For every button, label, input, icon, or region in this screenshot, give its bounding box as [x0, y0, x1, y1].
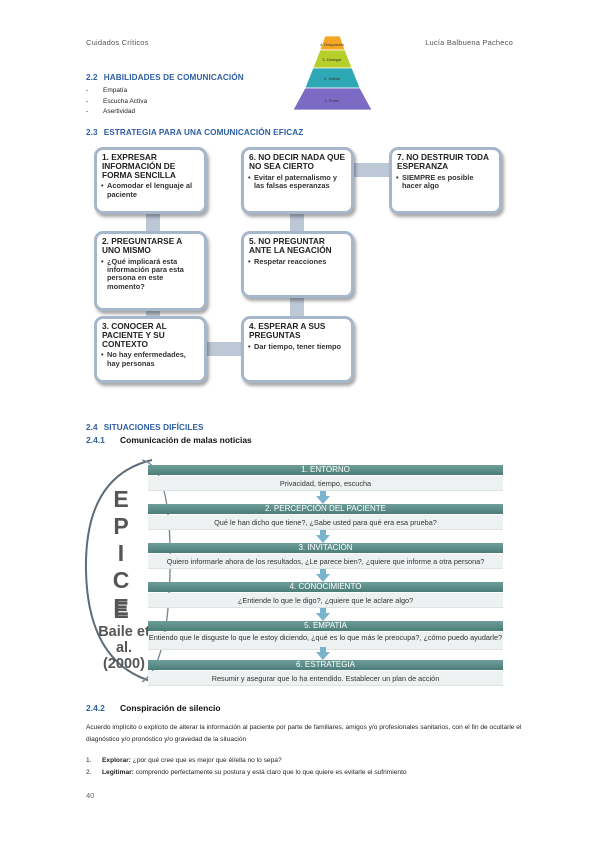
strategy-box-6: 6. NO DECIR NADA QUE NO SEA CIERTO Evita…: [241, 147, 354, 214]
down-arrow-icon: [316, 491, 330, 504]
box-title: 2. PREGUNTARSE A UNO MISMO: [102, 236, 182, 255]
down-arrow-icon: [316, 530, 330, 543]
body-paragraph: Acuerdo implícito o explícito de alterar…: [86, 724, 522, 743]
steps-list: 1.Explorar: ¿por qué cree que es mejor q…: [86, 755, 407, 779]
pyramid-level: 3. Dialogar: [322, 57, 342, 62]
epicee-letter: E: [113, 486, 129, 512]
epicee-letter: E: [113, 594, 129, 620]
box-bullet: Evitar el paternalismo y las falsas espe…: [248, 173, 346, 191]
step-title: 3. INVITACIÓN: [148, 543, 503, 553]
section-number: 2.3: [86, 128, 98, 137]
strategy-box-7: 7. NO DESTRUIR TODA ESPERANZA SIEMPRE es…: [389, 147, 502, 214]
step-title: 5. EMPATÍA: [148, 621, 503, 631]
box-bullet: No hay enfermedades, hay personas: [101, 351, 199, 368]
box-bullet: SIEMPRE es posible hacer algo: [396, 173, 494, 191]
header-right: Lucía Balbuena Pacheco: [425, 38, 513, 47]
section-2-3-heading: 2.3 ESTRATEGIA PARA UNA COMUNICACIÓN EFIC…: [86, 128, 303, 137]
list-item: Asertividad: [86, 107, 147, 118]
epicee-letter: E: [113, 597, 129, 623]
step-text: Resumir y asegurar que lo ha entendido. …: [148, 671, 503, 686]
section-number: 2.4: [86, 423, 98, 432]
box-bullet: Dar tiempo, tener tiempo: [248, 342, 346, 352]
strategy-box-4: 4. ESPERAR A SUS PREGUNTAS Dar tiempo, t…: [241, 316, 354, 383]
box-bullet: Acomodar el lenguaje al paciente: [101, 182, 199, 199]
pyramid-level: 2. Validar: [324, 76, 341, 81]
section-title: Conspiración de silencio: [120, 703, 221, 713]
connector: [352, 163, 392, 177]
box-title: 4. ESPERAR A SUS PREGUNTAS: [249, 321, 326, 340]
list-item: Escucha Activa: [86, 97, 147, 108]
step-text: ¿Entiende lo que le digo?, ¿quiere que l…: [148, 593, 503, 608]
connector: [146, 211, 160, 233]
step-title: 2. PERCEPCIÓN DEL PACIENTE: [148, 504, 503, 514]
section-number: 2.4.1: [86, 435, 105, 445]
communication-pyramid: 4. Responder 3. Dialogar 2. Validar 1. P…: [292, 36, 373, 111]
box-title: 5. NO PREGUNTAR ANTE LA NEGACIÓN: [249, 236, 332, 255]
list-item: Empatía: [86, 86, 147, 97]
section-title: ESTRATEGIA PARA UNA COMUNICACIÓN EFICAZ: [103, 128, 304, 137]
list-item: 2.Legitimar: comprendo perfectamente su …: [86, 769, 407, 776]
strategy-box-5: 5. NO PREGUNTAR ANTE LA NEGACIÓN Respeta…: [241, 231, 354, 298]
box-title: 6. NO DECIR NADA QUE NO SEA CIERTO: [249, 152, 346, 171]
section-2-4-2-heading: 2.4.2 Conspiración de silencio: [86, 703, 221, 713]
epicee-letter: P: [113, 513, 129, 539]
box-title: 3. CONOCER AL PACIENTE Y SU CONTEXTO: [102, 321, 167, 349]
step-title: 4. CONOCIMIENTO: [148, 582, 503, 592]
pyramid-level: 4. Responder: [320, 42, 345, 47]
connector: [290, 211, 304, 233]
connector: [290, 296, 304, 318]
section-title: Comunicación de malas noticias: [120, 435, 252, 445]
section-number: 2.2: [86, 73, 98, 82]
box-title: 1. EXPRESAR INFORMACIÓN DE FORMA SENCILL…: [102, 152, 176, 180]
section-title: SITUACIONES DIFÍCILES: [103, 423, 204, 432]
section-2-2-heading: 2.2 HABILIDADES DE COMUNICACIÓN: [86, 73, 244, 82]
epicee-letter: I: [117, 540, 125, 566]
strategy-box-3: 3. CONOCER AL PACIENTE Y SU CONTEXTO No …: [94, 316, 207, 383]
box-bullet: ¿Qué implicará esta información para est…: [101, 257, 199, 292]
down-arrow-icon: [316, 647, 330, 660]
skills-list: Empatía Escucha Activa Asertividad: [86, 86, 147, 118]
box-title: 7. NO DESTRUIR TODA ESPERANZA: [397, 152, 489, 171]
step-text: Quiero informarle ahora de los resultado…: [148, 554, 503, 569]
connector: [205, 342, 245, 356]
strategy-box-1: 1. EXPRESAR INFORMACIÓN DE FORMA SENCILL…: [94, 147, 207, 214]
epicee-reference: Baile et al. (2000): [98, 624, 150, 672]
step-text: Qué le han dicho que tiene?, ¿Sabe usted…: [148, 515, 503, 530]
box-bullet: Respetar reacciones: [248, 257, 346, 267]
page-number: 40: [86, 791, 95, 800]
step-title: 1. ENTORNO: [148, 465, 503, 475]
epicee-letter: C: [112, 567, 130, 593]
step-text: Privacidad, tiempo, escucha: [148, 476, 503, 491]
strategy-box-2: 2. PREGUNTARSE A UNO MISMO ¿Qué implicar…: [94, 231, 207, 311]
section-title: HABILIDADES DE COMUNICACIÓN: [103, 73, 244, 82]
section-number: 2.4.2: [86, 703, 105, 713]
step-title: 6. ESTRATEGIA: [148, 660, 503, 670]
pyramid-level: 1. Poner: [324, 98, 340, 103]
down-arrow-icon: [316, 608, 330, 621]
section-2-4-1-heading: 2.4.1 Comunicación de malas noticias: [86, 435, 252, 445]
list-item: 1.Explorar: ¿por qué cree que es mejor q…: [86, 757, 282, 764]
section-2-4-heading: 2.4 SITUACIONES DIFÍCILES: [86, 423, 204, 432]
header-left: Cuidados Críticos: [86, 38, 149, 47]
down-arrow-icon: [316, 569, 330, 582]
